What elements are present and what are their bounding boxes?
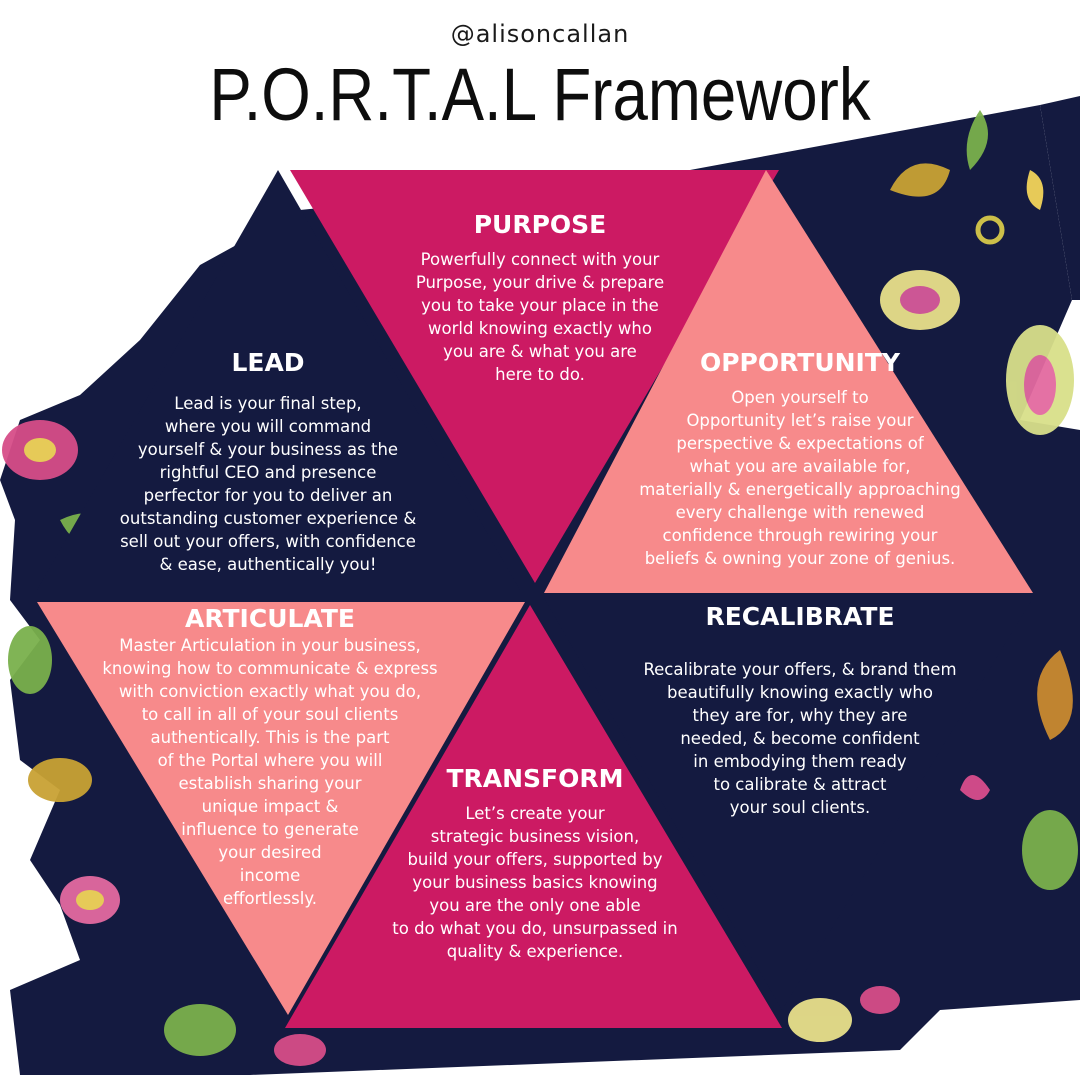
transform-segment: TRANSFORM Let’s create your strategic bu… [365, 764, 705, 963]
lead-segment: LEAD Lead is your final step, where you … [103, 348, 433, 576]
articulate-segment: ARTICULATE Master Articulation in your b… [95, 604, 445, 910]
transform-heading: TRANSFORM [446, 764, 624, 793]
opportunity-heading: OPPORTUNITY [699, 348, 900, 377]
author-handle: @alisoncallan [450, 20, 630, 48]
articulate-triangle [37, 602, 525, 1015]
transform-triangle [285, 605, 782, 1028]
lead-heading: LEAD [231, 348, 305, 377]
purpose-triangle [290, 170, 779, 583]
articulate-body: Master Articulation in your business, kn… [102, 636, 438, 908]
purpose-body: Powerfully connect with your Purpose, yo… [415, 250, 665, 384]
portal-hexagon [37, 170, 1033, 1028]
purpose-segment: PURPOSE Powerfully connect with your Pur… [375, 210, 705, 386]
opportunity-body: Open yourself to Opportunity let’s raise… [639, 388, 961, 568]
opportunity-triangle [544, 170, 1033, 593]
page-title: P.O.R.T.A.L Framework [209, 53, 871, 136]
recalibrate-body: Recalibrate your offers, & brand them be… [643, 660, 957, 817]
articulate-heading: ARTICULATE [185, 604, 355, 633]
transform-body: Let’s create your strategic business vis… [392, 804, 678, 961]
lead-triangle [37, 170, 520, 590]
opportunity-segment: OPPORTUNITY Open yourself to Opportunity… [605, 348, 995, 570]
recalibrate-heading: RECALIBRATE [705, 602, 895, 631]
purpose-heading: PURPOSE [473, 210, 607, 239]
recalibrate-segment: RECALIBRATE Recalibrate your offers, & b… [615, 602, 985, 819]
recalibrate-triangle [544, 598, 1033, 1010]
lead-body: Lead is your final step, where you will … [119, 394, 417, 574]
